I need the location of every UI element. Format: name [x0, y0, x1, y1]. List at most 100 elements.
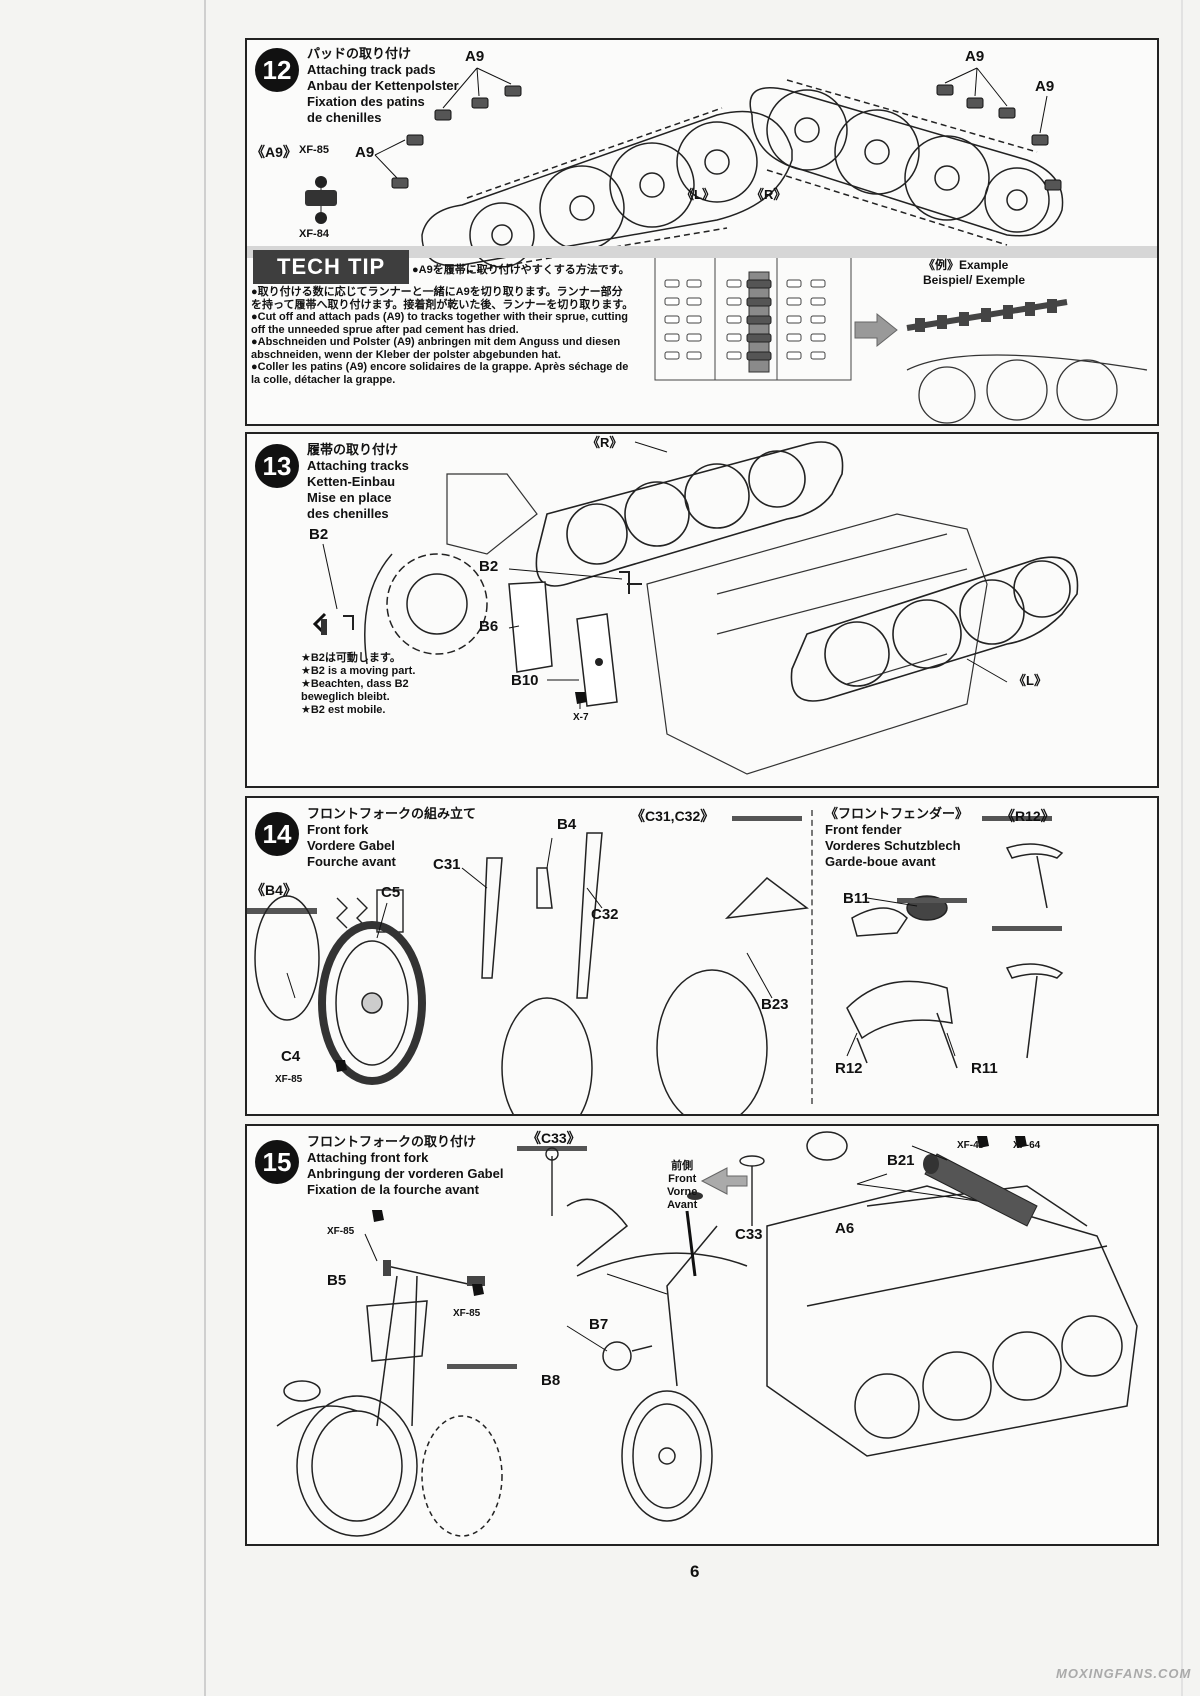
- tech-tip-line: ●Coller les patins (A9) encore solidaire…: [251, 361, 629, 373]
- step-15-number: 15: [255, 1140, 299, 1184]
- step-15-title-fr: Fixation de la fourche avant: [307, 1182, 479, 1197]
- part-r12: R12: [835, 1060, 863, 1077]
- step-14-title-en: Front fork: [307, 822, 369, 837]
- step-14-panel: 14 フロントフォークの組み立て Front fork Vordere Gabe…: [245, 796, 1159, 1116]
- page-number: 6: [690, 1562, 700, 1581]
- step-14-title: フロントフォークの組み立て Front fork Vordere Gabel F…: [307, 806, 476, 870]
- step-12-title-jp: パッドの取り付け: [307, 46, 412, 61]
- part-b21: B21: [887, 1152, 915, 1169]
- r12-inset-label: 《R12》: [1001, 808, 1055, 824]
- step-14-title-de: Vordere Gabel: [307, 838, 395, 853]
- step-15-title: フロントフォークの取り付け Attaching front fork Anbri…: [307, 1134, 503, 1198]
- part-b6: B6: [479, 618, 499, 635]
- step-13-title-fr2: des chenilles: [307, 506, 389, 521]
- part-c33: C33: [735, 1226, 763, 1243]
- part-r11: R11: [971, 1060, 998, 1077]
- step-13-number: 13: [255, 444, 299, 488]
- front-fender-fr: Garde-boue avant: [825, 854, 936, 869]
- paint-xf85-top: XF-85: [327, 1226, 355, 1237]
- part-b8: B8: [541, 1372, 561, 1389]
- tech-tip-headline-text: ●A9を履帯に取り付けやすくする方法です。: [412, 264, 630, 276]
- part-c32: C32: [591, 906, 619, 923]
- step-15-title-de: Anbringung der vorderen Gabel: [307, 1166, 504, 1181]
- tech-tip-line: ●取り付ける数に応じてランナーと一緒にA9を切り取ります。ランナー部分: [251, 286, 623, 298]
- step-12-title-fr2: de chenilles: [307, 110, 382, 125]
- front-fender-en: Front fender: [825, 822, 902, 837]
- part-b7: B7: [589, 1316, 609, 1333]
- track-left-label: 《L》: [1013, 673, 1047, 688]
- step-15-panel: 15 フロントフォークの取り付け Attaching front fork An…: [245, 1124, 1159, 1546]
- example-label-1: 《例》Example: [923, 258, 1009, 272]
- tech-tip-body: ●取り付ける数に応じてランナーと一緒にA9を切り取ります。ランナー部分 を持って…: [251, 286, 633, 386]
- front-jp: 前側: [671, 1160, 694, 1172]
- example-label-2: Beispiel/ Exemple: [923, 273, 1026, 287]
- part-c5: C5: [381, 884, 401, 901]
- step-14-title-jp: フロントフォークの組み立て: [307, 806, 477, 821]
- watermark: MOXINGFANS.COM: [1056, 1666, 1192, 1681]
- tech-tip-line: ●Cut off and attach pads (A9) to tracks …: [251, 311, 629, 323]
- front-en: Front: [668, 1173, 697, 1185]
- step-12-number: 12: [255, 48, 299, 92]
- part-b5: B5: [327, 1272, 347, 1289]
- part-b2-main: B2: [479, 558, 499, 575]
- step-13-title-en: Attaching tracks: [307, 458, 409, 473]
- paint-xf64: XF-64: [1013, 1140, 1041, 1151]
- part-b23: B23: [761, 996, 789, 1013]
- step-13-title-fr1: Mise en place: [307, 490, 392, 505]
- part-a6: A6: [835, 1220, 855, 1237]
- tech-tip-badge: TECH TIP: [253, 250, 410, 284]
- part-a9-right-side: A9: [1035, 78, 1055, 95]
- part-b2-inset: B2: [309, 526, 329, 543]
- b2-note-line: ★B2 est mobile.: [301, 704, 386, 716]
- front-fender-jp: 《フロントフェンダー》: [825, 806, 969, 821]
- step-14-number: 14: [255, 812, 299, 856]
- tech-tip-line: off the unneeded sprue after pad cement …: [251, 323, 519, 336]
- front-fender-de: Vorderes Schutzblech: [825, 838, 961, 853]
- front-fender-title: 《フロントフェンダー》 Front fender Vorderes Schutz…: [825, 806, 968, 870]
- example-label: 《例》Example Beispiel/ Exemple: [923, 258, 1025, 288]
- b2-note-line: ★Beachten, dass B2: [301, 678, 409, 690]
- part-c4: C4: [281, 1048, 301, 1065]
- part-c31: C31: [433, 856, 461, 873]
- a9-inset-label: 《A9》: [251, 144, 297, 160]
- part-b10: B10: [511, 672, 539, 689]
- paint-x7: X-7: [573, 712, 589, 723]
- side-left-label: 《L》: [681, 187, 715, 202]
- b2-moving-note: ★B2は可動します。 ★B2 is a moving part. ★Beacht…: [301, 652, 415, 717]
- paint-xf85-label: XF-85: [299, 144, 329, 156]
- tech-tip-line: ●Abschneiden und Polster (A9) anbringen …: [251, 336, 621, 348]
- track-right-label: 《R》: [587, 435, 623, 450]
- tech-tip-line: la colle, détacher la grappe.: [251, 373, 396, 386]
- part-b4: B4: [557, 816, 577, 833]
- part-a9-left-side: A9: [355, 144, 375, 161]
- tech-tip-band: [247, 246, 1157, 258]
- step-13-title: 履帯の取り付け Attaching tracks Ketten-Einbau M…: [307, 442, 409, 522]
- step-12-title-fr1: Fixation des patins: [307, 94, 425, 109]
- tech-tip-line: abschneiden, wenn der Kleber der polster…: [251, 348, 561, 361]
- step-14-title-fr: Fourche avant: [307, 854, 396, 869]
- paint-xf84-label: XF-84: [299, 228, 329, 240]
- tech-tip-line: を持って履帯へ取り付けます。接着剤が乾いた後、ランナーを切り取ります。: [251, 298, 634, 311]
- step-15-illustration: [276, 1131, 1138, 1537]
- step-12-illustration: [305, 67, 1148, 424]
- paint-xf85: XF-85: [275, 1074, 303, 1085]
- part-a9-left-main: A9: [465, 48, 485, 65]
- step-12-title: パッドの取り付け Attaching track pads Anbau der …: [307, 46, 459, 126]
- b2-note-line: ★B2 is a moving part.: [301, 665, 416, 677]
- part-b11: B11: [843, 890, 870, 907]
- side-right-label: 《R》: [751, 187, 787, 202]
- step-12-title-en: Attaching track pads: [307, 62, 436, 77]
- c33-inset-label: 《C33》: [527, 1130, 581, 1146]
- paint-xf49: XF-49: [957, 1140, 985, 1151]
- step-15-title-jp: フロントフォークの取り付け: [307, 1134, 477, 1149]
- b2-note-line: beweglich bleibt.: [301, 691, 390, 703]
- step-14-divider: [811, 810, 813, 1104]
- front-direction-label: 前側 Front Vorne Avant: [667, 1160, 697, 1212]
- step-12-title-de: Anbau der Kettenpolster: [307, 78, 459, 93]
- front-de: Vorne: [667, 1186, 698, 1198]
- step-13-illustration: [312, 441, 1079, 775]
- step-13-title-de: Ketten-Einbau: [307, 474, 396, 489]
- step-13-title-jp: 履帯の取り付け: [307, 442, 399, 457]
- paint-xf85-right: XF-85: [453, 1308, 481, 1319]
